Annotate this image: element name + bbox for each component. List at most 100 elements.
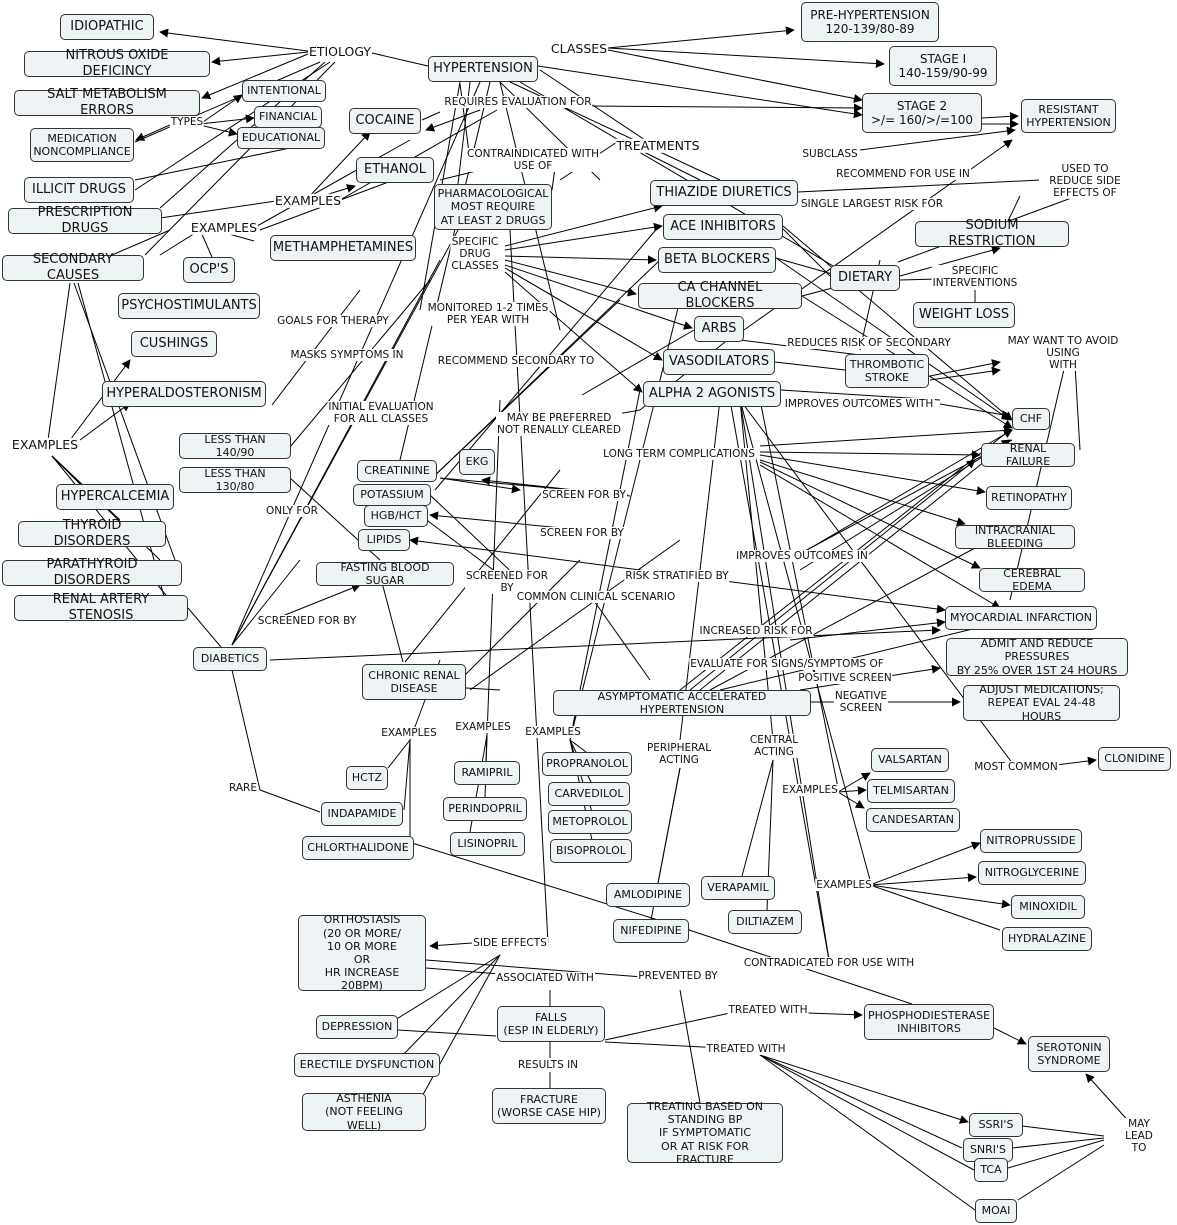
concept-node-hypercalcemia[interactable]: HYPERCALCEMIA [56, 484, 174, 510]
concept-node-candesartan[interactable]: CANDESARTAN [866, 808, 960, 832]
concept-node-meth[interactable]: METHAMPHETAMINES [270, 235, 416, 261]
concept-node-cerebral-edema[interactable]: CEREBRAL EDEMA [979, 567, 1085, 593]
concept-node-ethanol[interactable]: ETHANOL [356, 157, 434, 183]
concept-node-pde[interactable]: PHOSPHODIESTERASE INHIBITORS [864, 1004, 994, 1040]
concept-node-ssri[interactable]: SSRI'S [969, 1113, 1023, 1137]
concept-node-telmisartan[interactable]: TELMISARTAN [867, 779, 955, 803]
concept-node-secondary[interactable]: SECONDARY CAUSES [2, 252, 144, 283]
concept-node-hydralazine[interactable]: HYDRALAZINE [1002, 927, 1092, 951]
concept-node-mi[interactable]: MYOCARDIAL INFARCTION [945, 606, 1097, 630]
concept-node-stage1[interactable]: STAGE I 140-159/90-99 [889, 46, 997, 86]
concept-node-renal-failure[interactable]: RENAL FAILURE [981, 442, 1075, 468]
concept-node-sodium[interactable]: SODIUM RESTRICTION [915, 218, 1069, 249]
concept-node-retinopathy[interactable]: RETINOPATHY [986, 486, 1072, 510]
concept-node-indapamide[interactable]: INDAPAMIDE [321, 802, 403, 826]
concept-node-bisoprolol[interactable]: BISOPROLOL [550, 839, 632, 863]
connector-line [929, 359, 1001, 377]
concept-node-amlodipine[interactable]: AMLODIPINE [606, 883, 690, 907]
concept-node-minoxidil[interactable]: MINOXIDIL [1011, 895, 1085, 919]
connector-line [759, 1054, 969, 1124]
concept-node-nifedipine[interactable]: NIFEDIPINE [613, 919, 689, 943]
concept-node-pharm[interactable]: PHARMACOLOGICAL MOST REQUIRE AT LEAST 2 … [434, 184, 552, 230]
concept-node-metoprolol[interactable]: METOPROLOL [548, 810, 632, 834]
concept-node-asthenia[interactable]: ASTHENIA (NOT FEELING WELL) [302, 1092, 426, 1132]
connector-line [465, 687, 501, 691]
concept-node-adjust[interactable]: ADJUST MEDICATIONS; REPEAT EVAL 24-48 HO… [963, 683, 1120, 723]
concept-node-treating[interactable]: TREATING BASED ON STANDING BP IF SYMPTOM… [627, 1100, 783, 1166]
concept-node-asymp[interactable]: ASYMPTOMATIC ACCELERATED HYPERTENSION [553, 690, 811, 716]
concept-node-salt[interactable]: SALT METABOLISM ERRORS [14, 87, 200, 118]
concept-node-alpha2[interactable]: ALPHA 2 AGONISTS [643, 381, 781, 407]
concept-node-falls[interactable]: FALLS (ESP IN ELDERLY) [497, 1006, 605, 1042]
concept-node-verapamil[interactable]: VERAPAMIL [701, 876, 775, 900]
concept-node-lt140[interactable]: LESS THAN 140/90 [179, 433, 291, 459]
concept-node-hctz[interactable]: HCTZ [346, 766, 388, 790]
concept-node-dietary[interactable]: DIETARY [830, 265, 900, 291]
concept-node-intentional[interactable]: INTENTIONAL [242, 80, 326, 102]
concept-node-nitrous[interactable]: NITROUS OXIDE DEFICINCY [24, 48, 210, 79]
link-label-side-effects: SIDE EFFECTS [472, 936, 548, 950]
concept-node-prescription[interactable]: PRESCRIPTION DRUGS [8, 205, 162, 236]
concept-node-thrombotic[interactable]: THROMBOTIC STROKE [845, 354, 929, 388]
concept-node-lipids[interactable]: LIPIDS [358, 529, 410, 551]
concept-node-creatinine[interactable]: CREATININE [357, 460, 437, 482]
concept-node-hyperaldo[interactable]: HYPERALDOSTERONISM [102, 381, 266, 407]
concept-node-chlorthalidone[interactable]: CHLORTHALIDONE [302, 836, 414, 860]
concept-node-diltiazem[interactable]: DILTIAZEM [728, 910, 802, 934]
concept-node-nitroglycerine[interactable]: NITROGLYCERINE [978, 861, 1086, 885]
concept-node-resistant[interactable]: RESISTANT HYPERTENSION [1021, 99, 1116, 133]
concept-node-stage2[interactable]: STAGE 2 >/= 160/>/=100 [862, 93, 982, 133]
concept-node-educational[interactable]: EDUCATIONAL [237, 127, 325, 149]
concept-node-lisinopril[interactable]: LISINOPRIL [450, 832, 525, 856]
concept-node-tca[interactable]: TCA [974, 1158, 1008, 1182]
concept-node-admit[interactable]: ADMIT AND REDUCE PRESSURES BY 25% OVER 1… [946, 637, 1128, 677]
concept-node-ras[interactable]: RENAL ARTERY STENOSIS [14, 592, 188, 623]
concept-node-beta[interactable]: BETA BLOCKERS [658, 247, 776, 273]
concept-node-fbs[interactable]: FASTING BLOOD SUGAR [316, 561, 454, 587]
concept-node-hypertension[interactable]: HYPERTENSION [428, 56, 538, 82]
concept-node-ramipril[interactable]: RAMIPRIL [454, 761, 520, 785]
concept-node-ocps[interactable]: OCP'S [183, 257, 235, 283]
concept-node-perindopril[interactable]: PERINDOPRIL [443, 797, 527, 821]
concept-node-clonidine[interactable]: CLONIDINE [1098, 747, 1171, 771]
concept-node-vasodilators[interactable]: VASODILATORS [663, 349, 775, 375]
link-label-examples-g: EXAMPLES [815, 878, 873, 892]
concept-node-fracture[interactable]: FRACTURE (WORSE CASE HIP) [492, 1088, 606, 1124]
concept-node-potassium[interactable]: POTASSIUM [353, 484, 431, 506]
connector-line [79, 402, 131, 441]
concept-node-cushings[interactable]: CUSHINGS [131, 331, 217, 357]
concept-node-parathyroid[interactable]: PARATHYROID DISORDERS [2, 557, 182, 588]
concept-node-chf[interactable]: CHF [1012, 408, 1050, 430]
concept-node-ed[interactable]: ERECTILE DYSFUNCTION [294, 1053, 440, 1077]
concept-node-depression[interactable]: DEPRESSION [316, 1015, 398, 1039]
concept-node-financial[interactable]: FINANCIAL [254, 106, 322, 128]
concept-node-maoi[interactable]: MOAI [975, 1199, 1017, 1223]
link-label-screened-for-by2: SCREENED FOR BY [256, 614, 358, 628]
concept-node-arbs[interactable]: ARBS [694, 316, 744, 342]
concept-node-ccb[interactable]: CA CHANNEL BLOCKERS [638, 280, 802, 311]
concept-node-hgb[interactable]: HGB/HCT [364, 505, 428, 527]
concept-node-diabetics[interactable]: DIABETICS [193, 647, 267, 671]
concept-node-ace[interactable]: ACE INHIBITORS [663, 214, 783, 240]
concept-node-nitroprusside[interactable]: NITROPRUSSIDE [980, 829, 1082, 853]
concept-node-thyroid[interactable]: THYROID DISORDERS [18, 518, 166, 549]
concept-node-ckd[interactable]: CHRONIC RENAL DISEASE [362, 664, 466, 700]
concept-node-carvedilol[interactable]: CARVEDILOL [548, 782, 630, 806]
concept-node-ekg[interactable]: EKG [459, 449, 495, 475]
concept-node-serotonin[interactable]: SEROTONIN SYNDROME [1028, 1036, 1110, 1072]
concept-node-idiopathic[interactable]: IDIOPATHIC [60, 14, 154, 40]
concept-node-orthostasis[interactable]: ORTHOSTASIS (20 OR MORE/ 10 OR MORE OR H… [298, 913, 426, 992]
connector-line [569, 389, 641, 741]
concept-node-weight-loss[interactable]: WEIGHT LOSS [913, 302, 1015, 328]
concept-node-med-noncompliance[interactable]: MEDICATION NONCOMPLIANCE [30, 128, 134, 162]
concept-node-illicit[interactable]: ILLICIT DRUGS [24, 177, 134, 203]
concept-node-cocaine[interactable]: COCAINE [349, 108, 421, 134]
concept-node-valsartan[interactable]: VALSARTAN [871, 748, 949, 772]
concept-node-psychostim[interactable]: PSYCHOSTIMULANTS [118, 293, 260, 319]
concept-node-pre-htn[interactable]: PRE-HYPERTENSION 120-139/80-89 [801, 2, 939, 42]
concept-node-thiazide[interactable]: THIAZIDE DIURETICS [650, 180, 798, 206]
connector-line [537, 65, 863, 119]
concept-node-propranolol[interactable]: PROPRANOLOL [542, 752, 632, 776]
concept-node-lt130[interactable]: LESS THAN 130/80 [179, 467, 291, 493]
concept-node-ich[interactable]: INTRACRANIAL BLEEDING [955, 524, 1075, 550]
